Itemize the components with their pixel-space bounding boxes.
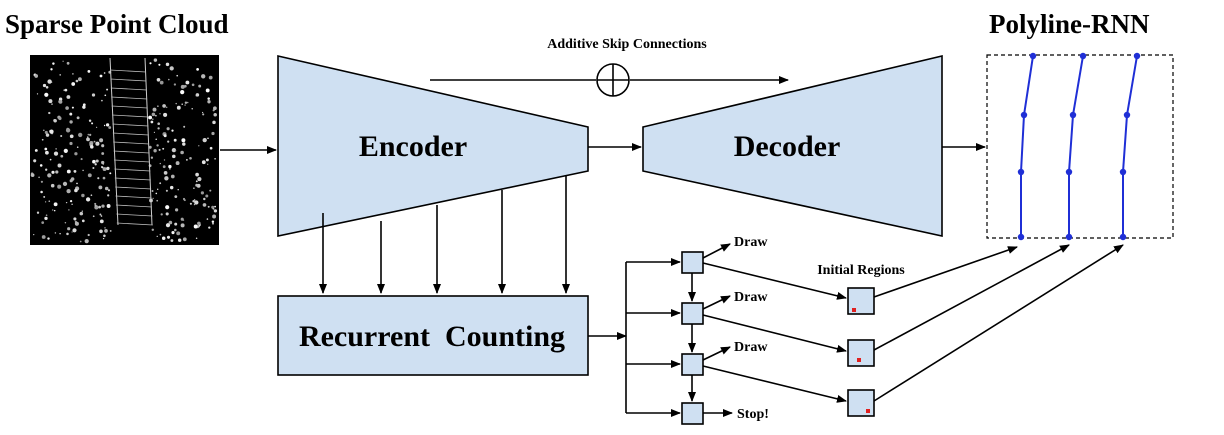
polyline-vertex <box>1079 52 1087 60</box>
polyline-vertex <box>1065 233 1073 241</box>
draw-arrow-3 <box>702 346 731 361</box>
decoder-label: Decoder <box>734 130 841 163</box>
stop-label: Stop! <box>737 407 769 422</box>
region-marker-3 <box>866 409 870 413</box>
point-cloud-image <box>30 55 219 245</box>
initial-region-1 <box>847 287 875 315</box>
output-title: Polyline-RNN <box>989 9 1150 39</box>
polyline-vertex <box>1017 233 1025 241</box>
region-to-polyline-2 <box>873 244 1070 351</box>
count-step-4 <box>681 402 704 425</box>
polyline-3 <box>1122 55 1138 237</box>
region-marker-1 <box>852 308 856 312</box>
draw-label-1: Draw <box>734 235 768 250</box>
polyline-vertex <box>1123 111 1131 119</box>
recurrent-counting-label: Recurrent Counting <box>299 320 565 353</box>
polyline-vertex <box>1119 233 1127 241</box>
branch-lines <box>625 258 681 417</box>
recurrent-counting-block <box>277 295 589 376</box>
step-to-region-1 <box>702 262 847 300</box>
counting-steps <box>681 251 704 425</box>
encoder-label: Encoder <box>359 130 467 163</box>
draw-label-2: Draw <box>734 290 768 305</box>
input-title: Sparse Point Cloud <box>5 9 229 39</box>
region-to-polyline-1 <box>873 246 1018 298</box>
initial-regions <box>847 287 875 417</box>
count-step-2 <box>681 302 704 325</box>
polyline-vertex <box>1133 52 1141 60</box>
initial-region-3 <box>847 389 875 417</box>
initial-regions-label: Initial Regions <box>817 263 905 278</box>
polyline-vertex <box>1119 168 1127 176</box>
polyline-vertex <box>1069 111 1077 119</box>
step-to-region-3 <box>702 365 847 403</box>
skip-connections-label: Additive Skip Connections <box>547 37 707 52</box>
polyline-vertex <box>1020 111 1028 119</box>
polyline-vertex <box>1065 168 1073 176</box>
polyline-output-box <box>986 54 1174 239</box>
decoder-block <box>642 54 943 237</box>
draw-label-3: Draw <box>734 340 768 355</box>
encoder-to-counting-arrows <box>319 175 570 294</box>
polyline-vertex <box>1017 168 1025 176</box>
polyline-vertex <box>1029 52 1037 60</box>
encoder-block <box>277 54 589 237</box>
initial-region-2 <box>847 339 875 367</box>
polyline-1 <box>1020 55 1034 237</box>
region-to-polyline-3 <box>873 244 1124 402</box>
polyline-group <box>1017 52 1141 241</box>
add-icon <box>596 63 630 97</box>
count-step-3 <box>681 353 704 376</box>
draw-arrow-2 <box>702 295 731 310</box>
polyline-2 <box>1068 55 1084 237</box>
count-step-1 <box>681 251 704 274</box>
step-to-region-2 <box>702 314 847 353</box>
draw-arrow-1 <box>702 243 731 259</box>
region-marker-2 <box>857 358 861 362</box>
